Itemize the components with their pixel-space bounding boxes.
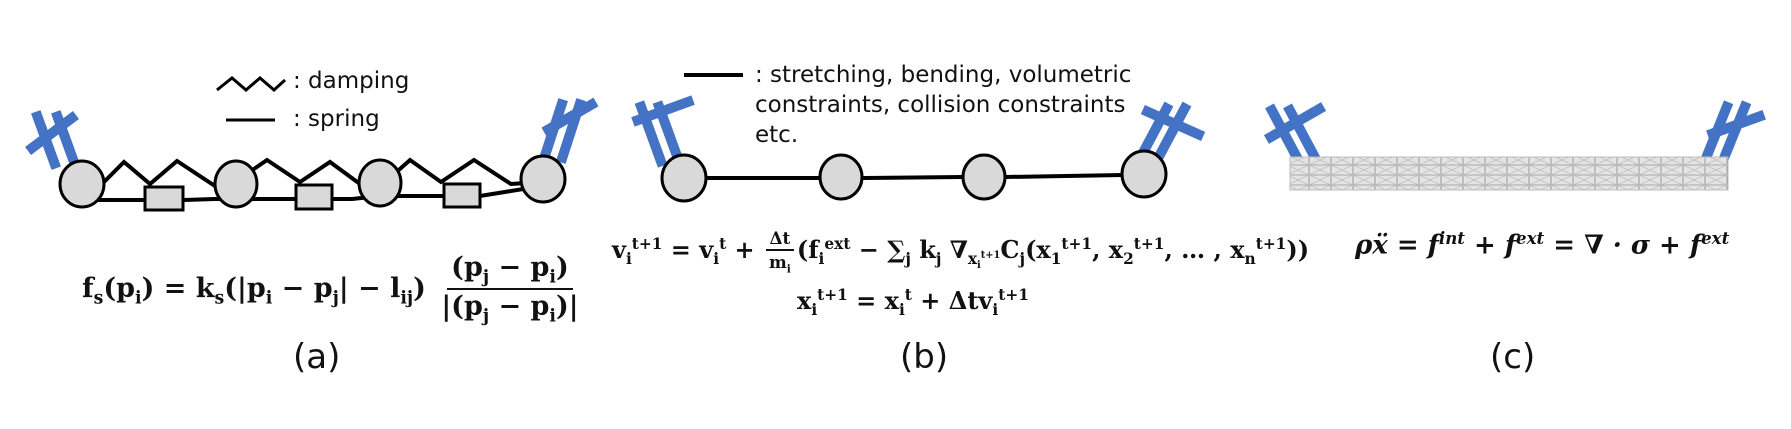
particle-b4: [1120, 149, 1168, 199]
damper-box-2: [294, 183, 334, 211]
caption-a: (a): [293, 337, 341, 377]
mass-node-a4: [519, 154, 567, 204]
damper-box-1: [143, 185, 185, 212]
constraint-lines-b: [684, 173, 1124, 180]
panel-c-continuum: [1263, 100, 1766, 191]
particle-b2: [818, 153, 864, 201]
equation-mass-spring: fs(pi) = ks(|pi − pj| − lij) (pj − pi) |…: [82, 252, 579, 327]
damping-zigzag-a: [100, 157, 543, 189]
clamp-right-a: [538, 97, 599, 164]
legend-constraint-line2: constraints, collision constraints: [755, 92, 1126, 118]
clamp-left-b: [631, 95, 695, 168]
panel-b-pbd: [631, 73, 1206, 203]
legend-constraint-line3: etc.: [755, 122, 799, 148]
clamp-left-a: [25, 110, 81, 170]
damper-box-3: [442, 182, 482, 209]
legend-damping-symbol: [216, 76, 287, 93]
particle-b1: [660, 153, 708, 203]
mass-node-a3: [357, 158, 403, 208]
continuum-mesh: [1289, 156, 1729, 191]
clamp-left-c: [1263, 102, 1327, 167]
particle-b3: [961, 153, 1007, 201]
caption-c: (c): [1490, 337, 1536, 377]
equation-continuum: ρẍ = fint + fext = ∇ · σ + fext: [1355, 228, 1730, 261]
mass-node-a1: [58, 159, 106, 209]
legend-constraint-line1: : stretching, bending, volumetric: [755, 62, 1132, 88]
clamp-right-c: [1700, 100, 1766, 162]
caption-b: (b): [900, 337, 949, 377]
equation-pbd-position: xit+1 = xit + Δtvit+1: [797, 286, 1029, 319]
panel-a-mass-spring: [25, 76, 599, 212]
legend-spring-label: : spring: [293, 106, 380, 132]
legend-damping-label: : damping: [293, 68, 410, 94]
mass-node-a2: [213, 159, 259, 209]
